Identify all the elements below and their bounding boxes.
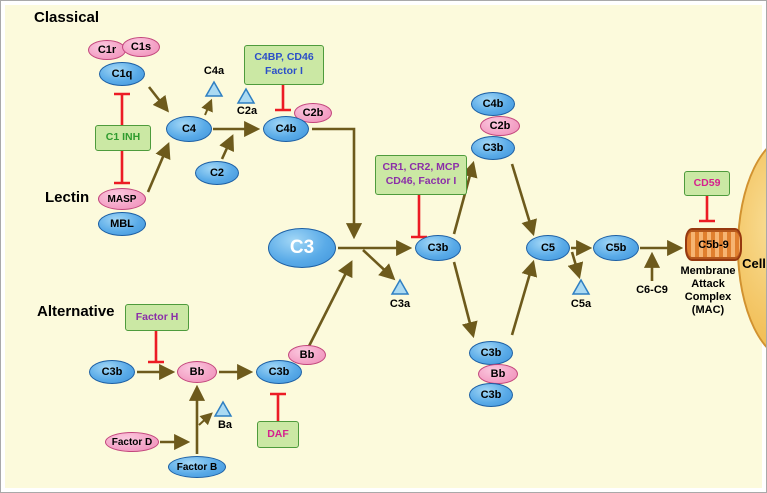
node-c3b-central: C3b: [415, 235, 461, 261]
regulator-c4bp-line1: C4BP, CD46: [254, 51, 314, 64]
c6-c9-label: C6-C9: [636, 284, 668, 296]
c2a-triangle: [236, 87, 256, 104]
lectin-pathway-label: Lectin: [45, 189, 90, 206]
regulator-cr1: CR1, CR2, MCP CD46, Factor I: [375, 155, 467, 195]
regulator-cd59: CD59: [684, 171, 730, 196]
node-c2b-classical: C2b: [294, 103, 332, 123]
node-bb-alternative: Bb: [177, 361, 217, 383]
c3a-triangle: [390, 278, 410, 295]
mac-caption-line3: Complex: [684, 290, 732, 303]
arrow-c3bbb-to-c3-junction: [302, 260, 353, 357]
node-bb-complex: Bb: [478, 364, 518, 384]
c2a-label: C2a: [236, 105, 258, 117]
regulator-daf: DAF: [257, 421, 299, 448]
regulator-cr1-line1: CR1, CR2, MCP: [382, 161, 460, 174]
node-c5: C5: [526, 235, 570, 261]
node-c2: C2: [195, 161, 239, 185]
node-c3: C3: [268, 228, 336, 268]
inhibit-cr1-c3b: [411, 195, 427, 239]
inhibit-c4bp-c4b: [275, 85, 291, 112]
regulator-c1-inh: C1 INH: [95, 125, 151, 151]
inhibition-lines: [114, 85, 715, 421]
node-factor-d: Factor D: [105, 432, 159, 452]
ba-triangle: [213, 400, 233, 417]
node-c3b-complex-top: C3b: [471, 136, 515, 160]
node-factor-b: Factor B: [168, 456, 226, 478]
mac-cylinder: C5b-9: [685, 228, 742, 261]
fragment-triangles: [204, 80, 591, 417]
node-c2b-complex: C2b: [480, 116, 520, 136]
c4a-label: C4a: [203, 65, 225, 77]
c5a-label: C5a: [570, 298, 592, 310]
cell-label: Cell: [742, 256, 766, 271]
reaction-arrows: [137, 86, 684, 454]
alternative-pathway-label: Alternative: [37, 303, 115, 320]
c5a-triangle: [571, 278, 591, 295]
mac-caption-line1: Membrane: [680, 265, 736, 277]
inhibit-c1inh-c1q: [114, 92, 130, 125]
c3a-label: C3a: [389, 298, 411, 310]
arrow-to-c5a: [567, 251, 584, 280]
node-c1s: C1s: [122, 37, 160, 57]
arrow-to-ba: [198, 412, 213, 426]
regulator-c4bp-line2: Factor I: [265, 65, 303, 77]
node-c1r: C1r: [88, 40, 126, 60]
arrow-c3b-to-c5conv-classical: [452, 160, 478, 235]
arrow-c1-to-c4: [147, 86, 169, 113]
node-masp: MASP: [98, 188, 146, 210]
regulator-cd59-label: CD59: [693, 176, 721, 189]
regulator-c1-inh-label: C1 INH: [105, 131, 141, 144]
inhibit-daf: [270, 392, 286, 421]
node-bb-on-c3b: Bb: [288, 345, 326, 365]
mac-caption-line4: (MAC): [691, 303, 725, 316]
arrow-c5conv-classical-to-c5: [510, 163, 537, 237]
ba-label: Ba: [217, 419, 233, 431]
inhibit-factorh: [148, 331, 164, 364]
node-c3b-complex-bottom2: C3b: [469, 383, 513, 407]
node-mbl: MBL: [98, 212, 146, 236]
inhibit-c1inh-masp: [114, 151, 130, 185]
node-c3b-complex-bottom1: C3b: [469, 341, 513, 365]
regulator-factor-h: Factor H: [125, 304, 189, 331]
arrow-c2-to-convertase: [219, 134, 235, 160]
node-c3b-alternative: C3b: [89, 360, 135, 384]
mac-cylinder-label: C5b-9: [698, 238, 729, 251]
regulator-factor-h-label: Factor H: [135, 310, 179, 323]
regulator-cr1-line2: CD46, Factor I: [385, 175, 457, 187]
regulator-c4bp: C4BP, CD46 Factor I: [244, 45, 324, 85]
node-c4b-classical: C4b: [263, 116, 309, 142]
arrow-c5conv-alternative-to-c5: [510, 259, 538, 336]
node-c5b: C5b: [593, 235, 639, 261]
mac-caption: Membrane Attack Complex (MAC): [662, 265, 754, 317]
arrow-to-c4a: [201, 98, 213, 116]
regulator-daf-label: DAF: [267, 427, 289, 440]
arrow-masp-to-c4: [146, 142, 171, 193]
node-c3b-convertase: C3b: [256, 360, 302, 384]
node-c4: C4: [166, 116, 212, 142]
arrow-to-c3a: [362, 249, 396, 281]
inhibit-cd59-mac: [699, 196, 715, 223]
arrow-c4b2b-to-c3-junction: [312, 127, 363, 240]
arrow-c3b-to-c5conv-alternative: [452, 261, 478, 339]
node-c4b-complex: C4b: [471, 92, 515, 116]
c4a-triangle: [204, 80, 224, 97]
node-c1q: C1q: [99, 62, 145, 86]
classical-pathway-label: Classical: [34, 9, 100, 26]
mac-caption-line2: Attack: [691, 277, 725, 290]
